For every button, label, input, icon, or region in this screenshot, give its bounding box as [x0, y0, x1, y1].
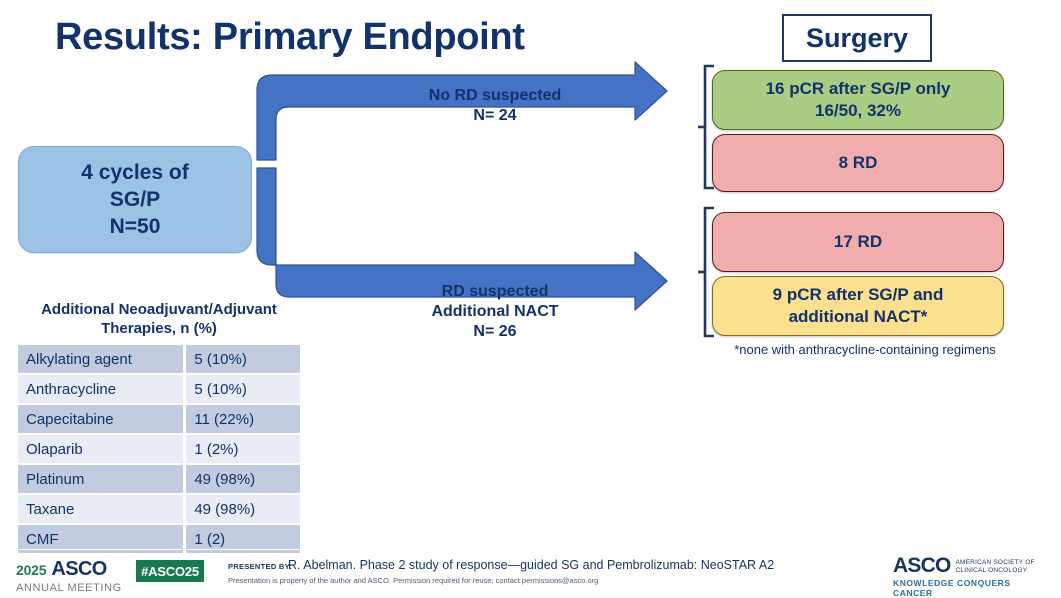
- surgery-header-box: Surgery: [782, 14, 932, 62]
- result-box-8-rd: 8 RD: [712, 134, 1004, 192]
- arrow-upper: [256, 61, 668, 161]
- therapy-name-cell: Alkylating agent: [18, 345, 187, 375]
- hashtag-badge: #ASCO25: [136, 560, 204, 582]
- box-17rd-label: 17 RD: [833, 232, 883, 251]
- therapy-name-cell: Taxane: [18, 495, 187, 525]
- start-treatment-box: 4 cycles of SG/P N=50: [18, 146, 252, 253]
- therapy-value-cell: 5 (10%): [186, 375, 300, 405]
- asco-logo-sub-line1: AMERICAN SOCIETY OF: [955, 559, 1035, 566]
- therapy-table-title-line2: Therapies, n (%): [101, 320, 217, 337]
- flow-label-rd: RD suspected Additional NACT N= 26: [335, 282, 655, 342]
- surgery-footnote: *none with anthracycline-containing regi…: [734, 342, 996, 357]
- pcr-only-line2: 16/50, 32%: [814, 101, 901, 120]
- pcr-nact-line1: 9 pCR after SG/P and: [772, 285, 944, 304]
- therapy-table-title-line1: Additional Neoadjuvant/Adjuvant: [41, 301, 277, 318]
- therapy-name-cell: Anthracycline: [18, 375, 187, 405]
- bracket-lower: [698, 206, 714, 338]
- no-rd-line2: N= 24: [473, 107, 517, 124]
- asco-logo-tagline: KNOWLEDGE CONQUERS CANCER: [893, 578, 1011, 598]
- footer-divider: [0, 549, 1061, 550]
- therapy-name-cell: Olaparib: [18, 435, 187, 465]
- pcr-only-line1: 16 pCR after SG/P only: [765, 79, 951, 98]
- therapy-value-cell: 5 (10%): [186, 345, 300, 375]
- surgery-header-label: Surgery: [805, 22, 909, 53]
- presented-by-text: R. Abelman. Phase 2 study of response—gu…: [288, 558, 775, 572]
- therapy-value-cell: 1 (2): [186, 525, 300, 555]
- therapy-value-cell: 11 (22%): [186, 405, 300, 435]
- therapy-name-cell: Platinum: [18, 465, 187, 495]
- therapy-value-cell: 49 (98%): [186, 465, 300, 495]
- rd-line2: Additional NACT: [431, 303, 559, 320]
- therapy-table-title: Additional Neoadjuvant/Adjuvant Therapie…: [16, 300, 302, 338]
- rd-line1: RD suspected: [441, 283, 549, 300]
- start-box-line3: N=50: [109, 215, 161, 238]
- therapy-value-cell: 49 (98%): [186, 495, 300, 525]
- therapy-value-cell: 1 (2%): [186, 435, 300, 465]
- asco-wordmark: ASCO: [51, 558, 107, 580]
- result-box-pcr-sgp-only: 16 pCR after SG/P only 16/50, 32%: [712, 70, 1004, 130]
- asco-logo-wordmark: ASCO: [893, 554, 951, 577]
- therapy-name-cell: CMF: [18, 525, 187, 555]
- flow-arrows: [256, 61, 668, 311]
- flow-label-no-rd: No RD suspected N= 24: [335, 86, 655, 126]
- result-box-17-rd: 17 RD: [712, 212, 1004, 272]
- group-brackets: [698, 64, 714, 338]
- presented-by-label: PRESENTED BY:: [228, 562, 293, 571]
- pcr-nact-line2: additional NACT*: [788, 307, 928, 326]
- result-box-pcr-additional-nact: 9 pCR after SG/P and additional NACT*: [712, 276, 1004, 336]
- no-rd-line1: No RD suspected: [428, 87, 562, 104]
- rd-line3: N= 26: [473, 323, 517, 340]
- therapy-name-cell: Capecitabine: [18, 405, 187, 435]
- start-box-line1: 4 cycles of: [81, 161, 189, 184]
- start-box-line2: SG/P: [109, 188, 161, 211]
- permission-notice: Presentation is property of the author a…: [228, 576, 599, 585]
- page-title: Results: Primary Endpoint: [55, 16, 525, 58]
- asco-year-label: 2025: [16, 562, 47, 578]
- bracket-upper: [698, 64, 714, 190]
- arrow-lower: [256, 167, 668, 311]
- asco-society-logo: ASCO AMERICAN SOCIETY OF CLINICAL ONCOLO…: [893, 554, 1053, 598]
- asco-logo-sub-line2: CLINICAL ONCOLOGY: [955, 567, 1028, 574]
- asco-annual-meeting-logo: 2025 ASCO ANNUAL MEETING: [16, 558, 136, 594]
- box-8rd-label: 8 RD: [838, 153, 878, 172]
- asco-annual-meeting-label: ANNUAL MEETING: [16, 582, 122, 594]
